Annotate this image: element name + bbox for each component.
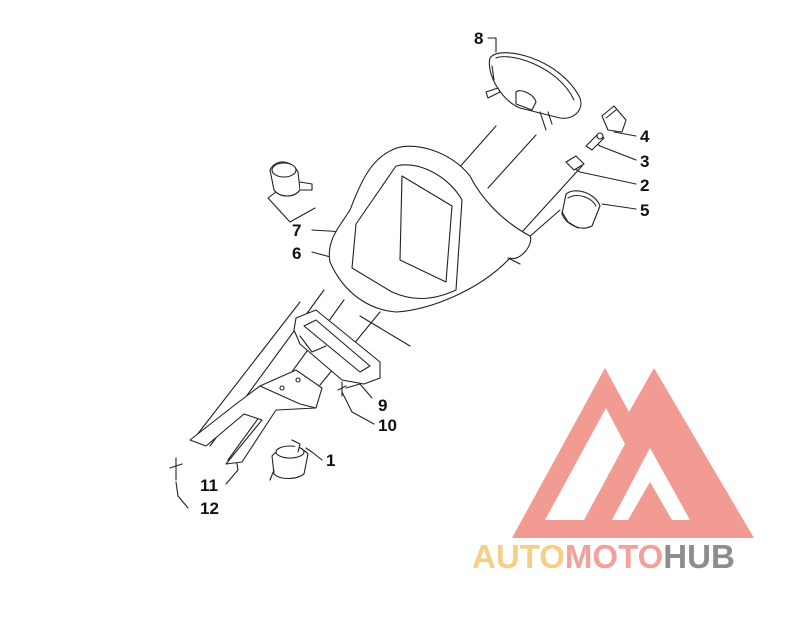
callout-6: 6 (292, 244, 302, 263)
watermark-logo-triangle (512, 368, 754, 538)
part-5-switch (561, 190, 601, 229)
part-10-screw (337, 381, 347, 397)
watermark-moto: MOTO (564, 538, 664, 575)
callout-4: 4 (640, 127, 650, 146)
callout-7: 7 (292, 221, 302, 240)
callout-8: 8 (474, 29, 484, 48)
watermark-logo-text: AUTOMOTOHUB (472, 540, 735, 573)
part-8-instrument-cluster (485, 52, 582, 131)
part-3-key (585, 132, 605, 151)
watermark-auto: AUTO (472, 538, 565, 575)
part-1-connector (269, 439, 309, 481)
part-9-frame (293, 309, 381, 385)
part-2-washer (565, 155, 585, 171)
callout-10: 10 (378, 416, 397, 435)
part-12-bolt (169, 457, 183, 481)
callout-2: 2 (640, 176, 650, 195)
part-6-dash-housing (328, 145, 532, 313)
callout-12: 12 (200, 499, 219, 518)
watermark-hub: HUB (663, 538, 735, 575)
callout-3: 3 (640, 152, 650, 171)
part-4-cap (601, 105, 627, 133)
callout-1: 1 (326, 451, 336, 470)
callout-9: 9 (378, 396, 388, 415)
callout-5: 5 (640, 201, 650, 220)
part-11-bracket (189, 369, 323, 465)
callout-11: 11 (200, 476, 218, 495)
